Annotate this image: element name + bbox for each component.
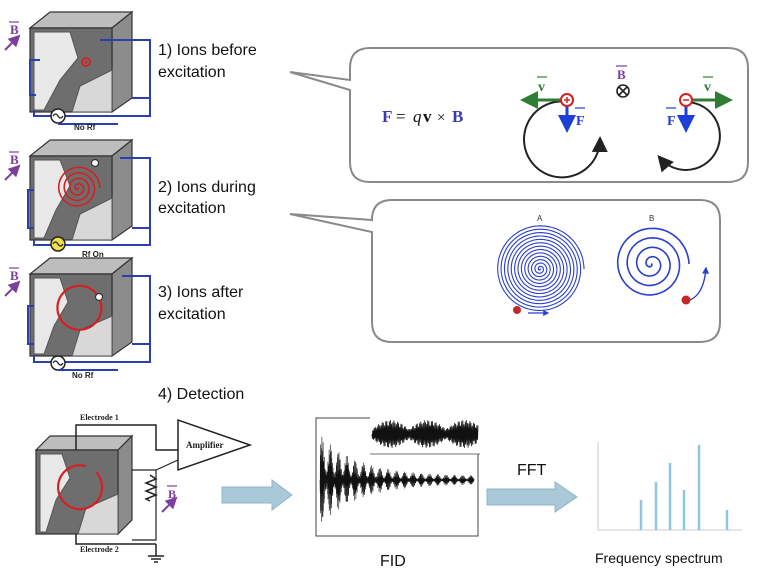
orbit-left-v-label: v: [538, 80, 545, 95]
svg-text:F: F: [382, 107, 392, 126]
svg-text:B: B: [452, 107, 463, 126]
trap-2: [4, 138, 151, 252]
frequency-spectrum-label: Frequency spectrum: [595, 550, 723, 566]
step4-label: 4) Detection: [158, 386, 245, 403]
force-formula: F = q v × B: [382, 107, 463, 126]
svg-text:q: q: [413, 107, 422, 126]
b-into-page: [616, 84, 630, 98]
spiral-a-label: A: [537, 214, 543, 223]
spiral-a-ion: [513, 306, 521, 314]
step2-line2: excitation: [158, 200, 226, 217]
step2-line1: 2) Ions during: [158, 179, 256, 196]
block-arrow-1: [221, 479, 293, 511]
trap-1: [4, 10, 151, 125]
fid-plot: [315, 414, 480, 537]
trap1-b-label: B: [10, 22, 19, 37]
orbit-left-f-label: F: [576, 114, 585, 129]
electrode2-label: Electrode 2: [80, 545, 119, 554]
orbit-left: [520, 91, 608, 179]
detection-b-label: B: [168, 487, 176, 501]
trap1-rf-label: No Rf: [74, 123, 96, 132]
b-into-page-label: B: [617, 67, 626, 82]
step3-line2: excitation: [158, 306, 226, 323]
frequency-spectrum: [597, 442, 742, 531]
trap3-b-label: B: [10, 268, 19, 283]
spiral-b-ion: [681, 295, 691, 305]
spiral-b: [616, 227, 690, 296]
amplifier-symbol: [177, 418, 253, 472]
trap3-rf-label: No Rf: [72, 371, 94, 380]
fid-label: FID: [380, 553, 406, 570]
orbit-right: [657, 91, 733, 173]
trap2-rf-label: Rf On: [82, 250, 104, 259]
fft-label: FFT: [517, 462, 547, 479]
step1-line2: excitation: [158, 64, 226, 81]
detection-trap: [34, 418, 253, 563]
electrode1-label: Electrode 1: [80, 413, 119, 422]
step3-line1: 3) Ions after: [158, 284, 244, 301]
orbit-right-v-label: v: [704, 80, 711, 95]
amplifier-label: Amplifier: [186, 440, 224, 450]
spiral-b-label: B: [649, 214, 654, 223]
block-arrow-2: [486, 481, 578, 513]
step1-line1: 1) Ions before: [158, 42, 257, 59]
spiral-a: [497, 225, 585, 312]
svg-text:=: =: [396, 107, 406, 126]
trap2-b-label: B: [10, 152, 19, 167]
callout-1: [289, 47, 749, 183]
svg-text:×: ×: [437, 110, 445, 126]
svg-text:v: v: [423, 107, 432, 126]
trap-3: [4, 256, 151, 371]
orbit-right-f-label: F: [667, 114, 676, 129]
